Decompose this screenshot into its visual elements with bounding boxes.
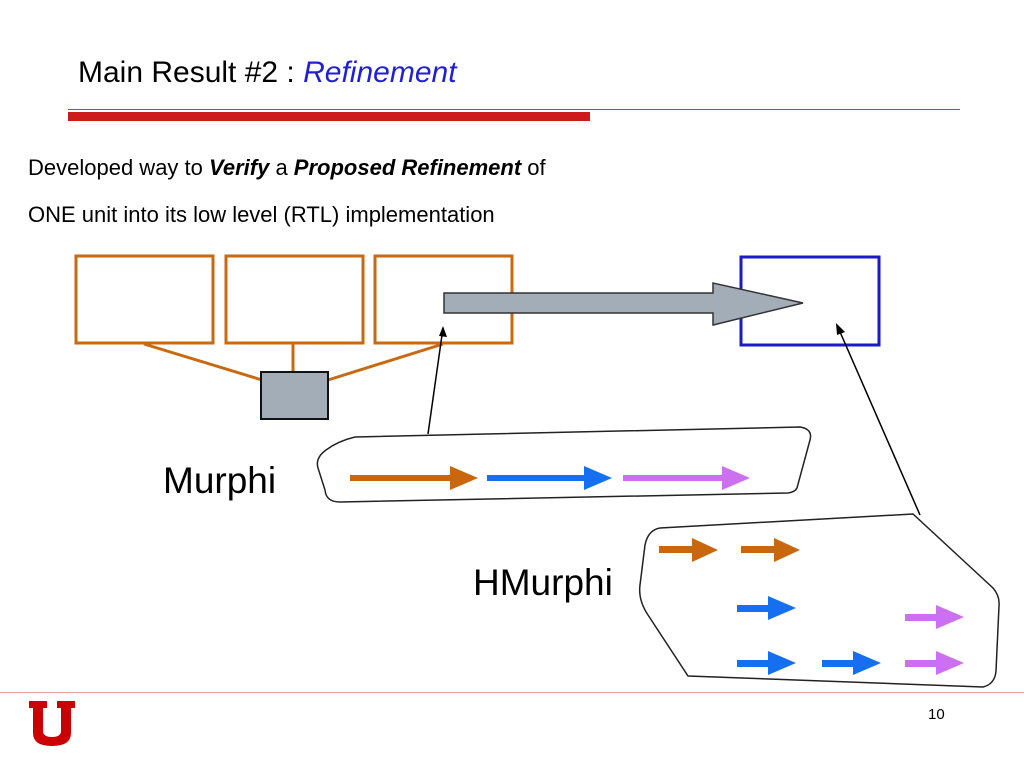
- hmurphi-label: HMurphi: [473, 562, 613, 603]
- hmurphi-arrow-blue-1: [737, 596, 796, 620]
- hmurphi-pointer: [836, 324, 921, 516]
- connector-right: [327, 342, 444, 382]
- hmurphi-arrow-blue-2: [737, 651, 796, 675]
- slide-title: Main Result #2 : Refinement: [78, 56, 457, 90]
- title-rule-thin: [68, 109, 960, 110]
- hmurphi-arrow-violet-2: [905, 651, 964, 675]
- murphi-bubble: [316, 426, 812, 503]
- title-rule-thick: [68, 112, 590, 121]
- university-u-logo-icon: [29, 701, 75, 746]
- refinement-arrow: [443, 282, 804, 326]
- murphi-arrow-blue: [487, 466, 612, 490]
- connector-left: [143, 342, 263, 382]
- hmurphi-bubble: [638, 513, 1000, 688]
- murphi-pointer: [427, 327, 444, 435]
- body-line-1: Developed way to Verify a Proposed Refin…: [28, 155, 546, 181]
- verify-emphasis: Verify: [209, 155, 270, 180]
- hmurphi-arrow-orange-1: [659, 538, 718, 562]
- murphi-pointer-head: [439, 326, 447, 337]
- murphi-label: Murphi: [163, 460, 277, 501]
- unit-box-2: [224, 254, 365, 345]
- proposed-refinement-emphasis: Proposed Refinement: [293, 155, 522, 180]
- line1-text-2: a: [269, 155, 294, 180]
- hmurphi-arrow-blue-3: [822, 651, 881, 675]
- hmurphi-arrow-orange-2: [741, 538, 800, 562]
- murphi-arrows: [350, 466, 750, 490]
- page-number: 10: [928, 706, 945, 723]
- hmurphi-arrow-violet-1: [905, 605, 964, 629]
- unit-box-1: [74, 254, 215, 345]
- footer-rule: [0, 692, 1024, 693]
- murphi-arrow-violet: [623, 466, 750, 490]
- shared-box: [260, 371, 329, 420]
- hmurphi-arrows: [659, 538, 964, 675]
- murphi-arrow-orange: [350, 466, 478, 490]
- title-prefix: Main Result #2 :: [78, 56, 304, 89]
- title-highlight: Refinement: [303, 56, 457, 89]
- line1-text-3: of: [521, 155, 546, 180]
- hmurphi-pointer-head: [836, 323, 845, 335]
- line1-text-1: Developed way to: [28, 155, 209, 180]
- body-line-2: ONE unit into its low level (RTL) implem…: [28, 202, 495, 227]
